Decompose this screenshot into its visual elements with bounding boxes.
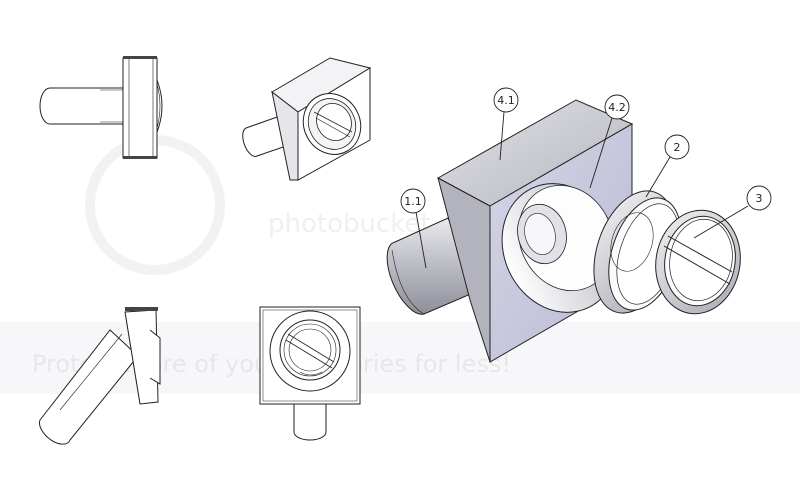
side-view bbox=[39, 56, 163, 159]
svg-text:4.1: 4.1 bbox=[497, 94, 515, 107]
svg-text:4.2: 4.2 bbox=[608, 101, 626, 114]
cap-part-3 bbox=[655, 209, 741, 315]
balloon-1-1: 1.1 bbox=[400, 188, 427, 269]
balloon-4-2: 4.2 bbox=[589, 94, 630, 189]
balloon-2: 2 bbox=[645, 134, 690, 198]
balloon-3: 3 bbox=[693, 185, 772, 239]
ring-part-2 bbox=[593, 190, 682, 314]
main-isometric-assembly bbox=[386, 99, 741, 363]
callout-balloons: 4.1 4.2 1.1 2 3 bbox=[400, 87, 772, 269]
watermark-logo bbox=[85, 135, 225, 275]
svg-text:2: 2 bbox=[674, 141, 681, 154]
svg-text:3: 3 bbox=[756, 192, 763, 205]
balloon-4-1: 4.1 bbox=[493, 87, 519, 161]
bent-section-view bbox=[39, 307, 161, 445]
svg-text:1.1: 1.1 bbox=[404, 195, 422, 208]
small-isometric-view bbox=[242, 57, 372, 181]
watermark-line1: photobucket bbox=[268, 209, 431, 239]
front-view bbox=[259, 306, 361, 441]
